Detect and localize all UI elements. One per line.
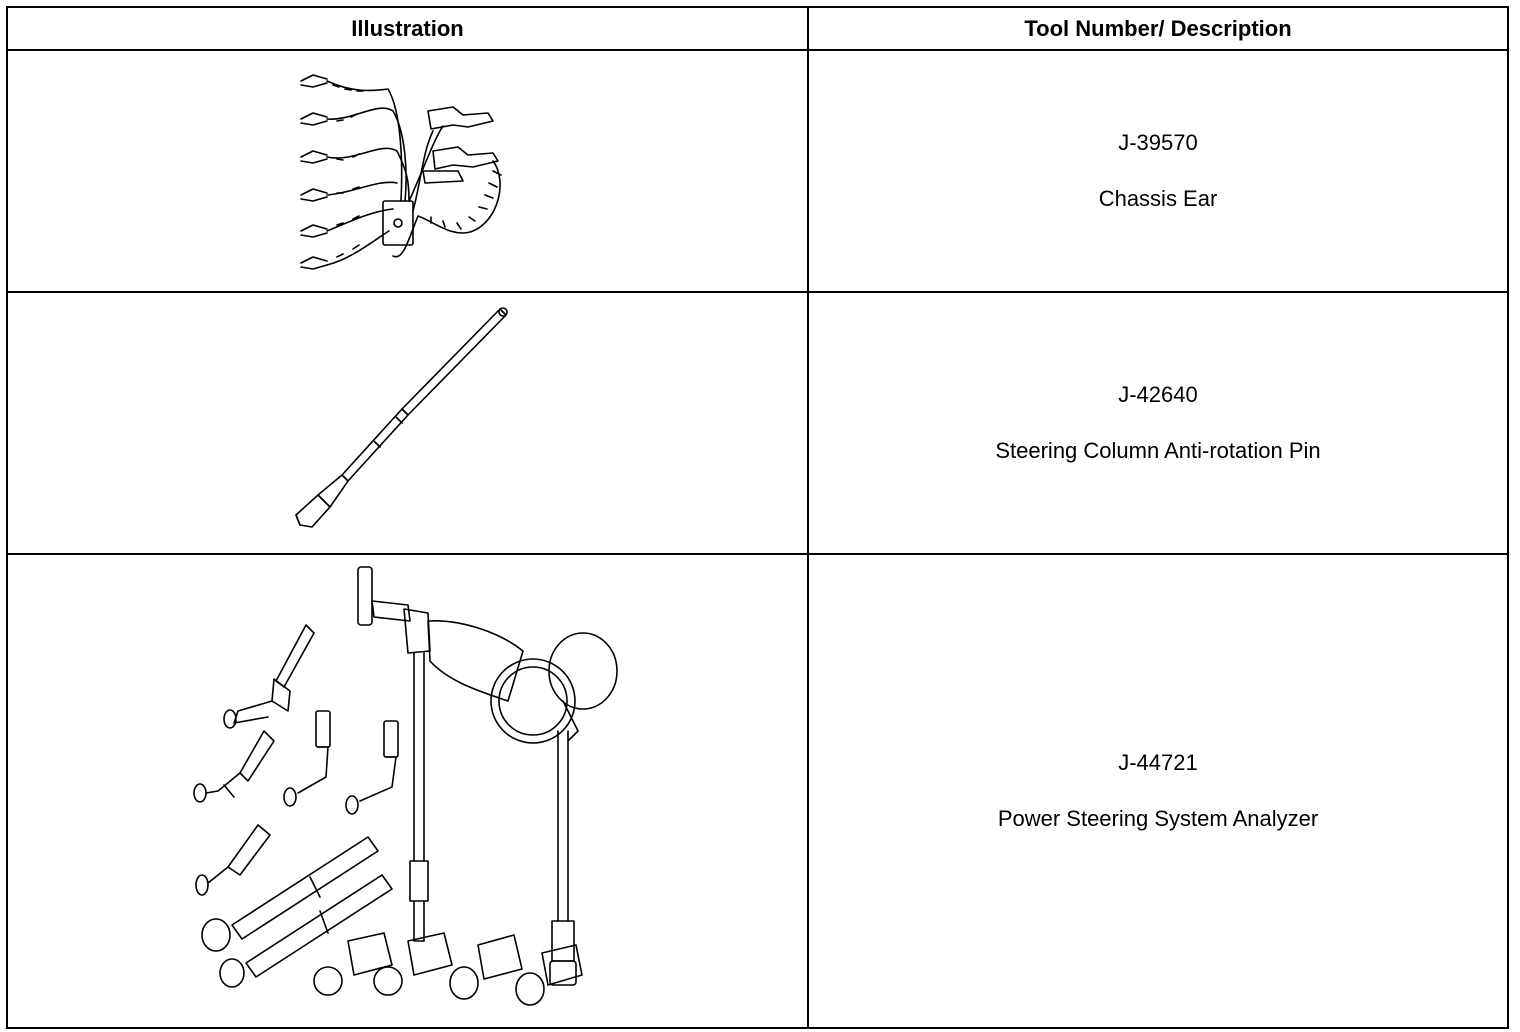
tool-description: Chassis Ear [1098,186,1218,211]
anti-rotation-pin-illustration [288,303,528,543]
table-row: J-42640 Steering Column Anti-rotation Pi… [6,291,1509,555]
table-row: J-39570 Chassis Ear [6,49,1509,293]
illustration-cell [6,49,809,293]
header-tool-number-description: Tool Number/ Description [807,6,1509,51]
tool-description: Steering Column Anti-rotation Pin [995,438,1321,463]
header-row: Illustration Tool Number/ Description [6,6,1509,51]
tool-number: J-44721 [1118,750,1198,775]
gauge-icon [491,659,575,743]
tool-number: J-39570 [1118,130,1198,155]
chassis-ear-illustration [293,71,523,271]
table-row: J-44721 Power Steering System Analyzer [6,553,1509,1029]
tool-table: Illustration Tool Number/ Description [6,6,1509,1029]
illustration-cell [6,291,809,555]
description-cell: J-42640 Steering Column Anti-rotation Pi… [807,291,1509,555]
tool-number: J-42640 [1118,382,1198,407]
hose-icon [202,837,392,987]
adapter-icon [314,933,582,1005]
illustration-cell [6,553,809,1029]
clip-icon [301,75,327,269]
power-steering-analyzer-illustration [178,561,638,1021]
tool-description: Power Steering System Analyzer [997,806,1319,831]
sensor-icon [423,107,498,183]
description-cell: J-39570 Chassis Ear [807,49,1509,293]
header-illustration: Illustration [6,6,809,51]
description-cell: J-44721 Power Steering System Analyzer [807,553,1509,1029]
fitting-icon [224,625,314,728]
